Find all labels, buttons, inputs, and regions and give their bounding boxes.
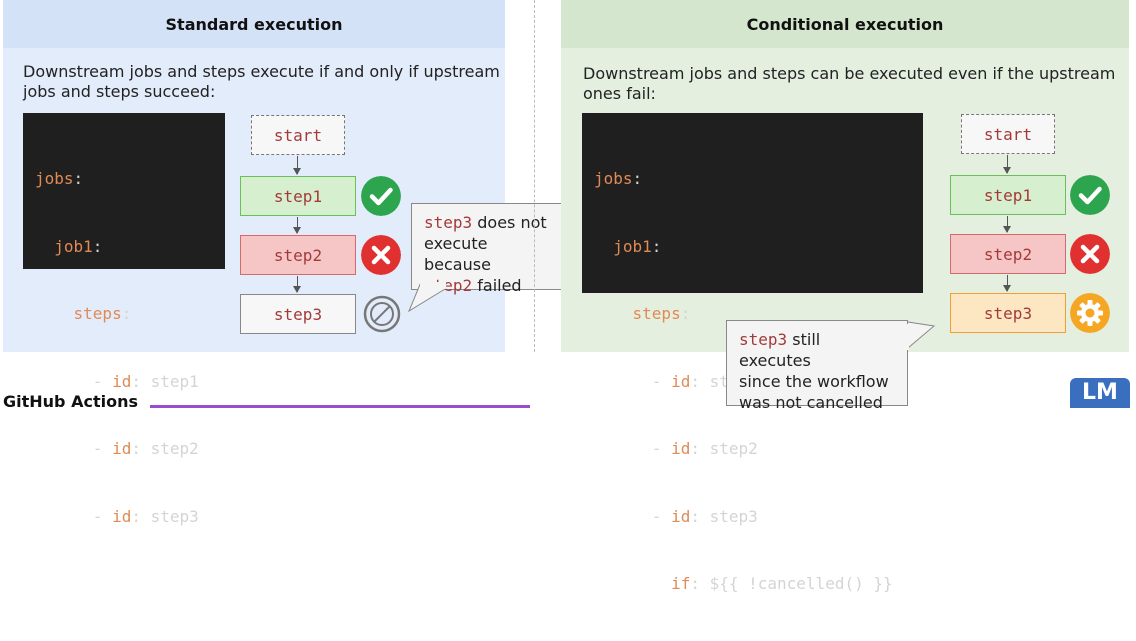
callout-text: was not cancelled [739,393,883,412]
code-value-id: step2 [150,439,199,458]
code-key-id: id [671,439,691,458]
flow-arrow [293,276,301,293]
code-value-id: step3 [150,506,199,526]
x-icon [361,235,401,275]
code-value-if: ${{ !cancelled() }} [709,574,893,593]
callout-text: failed [472,276,522,295]
code-key-job1: job1 [54,236,93,256]
node-step3: step3 [240,294,356,334]
skipped-icon [363,295,401,333]
callout-text: still executes [739,330,821,370]
flow-arrow [1003,155,1011,174]
progress-bar [150,405,530,408]
code-key-if: if [671,574,691,593]
callout-step-ref: step3 [424,213,473,232]
callout-tail [407,282,446,313]
panel-title: Conditional execution [561,0,1129,48]
node-step1: step1 [240,176,356,216]
flow-arrow [1003,216,1011,233]
node-start: start [961,114,1055,154]
callout-text: execute because [424,234,491,274]
flow-arrow [1003,275,1011,292]
callout-tail [906,321,936,350]
code-key-steps: steps [73,304,122,323]
footer-title: GitHub Actions [3,392,138,411]
node-step2: step2 [950,234,1066,274]
callout-step-ref: step3 [739,330,788,349]
code-key-id: id [112,506,132,526]
code-key-id: id [671,371,691,391]
code-value-id: step3 [709,506,758,526]
node-step2: step2 [240,235,356,275]
yaml-code-block: jobs: job1: steps: - id: step1 - id: ste… [582,113,923,593]
panel-title: Standard execution [3,0,505,48]
x-icon [1070,234,1110,274]
panel-description: Downstream jobs and steps can be execute… [583,64,1116,103]
skipped-callout: step3 does not execute because step2 fai… [411,203,571,295]
panel-description: Downstream jobs and steps execute if and… [23,62,500,101]
panel-divider [534,0,535,352]
code-value-id: step2 [709,439,758,458]
code-key-id: id [112,439,132,458]
callout-text: since the workflow [739,372,889,391]
executes-callout: step3 still executes since the workflow … [726,320,908,412]
code-value-id: step1 [150,371,199,391]
callout-text: does not [472,213,547,232]
code-key-jobs: jobs [594,169,633,188]
code-key-id: id [112,371,132,391]
node-step1: step1 [950,175,1066,215]
standard-execution-panel: Standard execution Downstream jobs and s… [3,0,571,526]
code-key-id: id [671,506,691,526]
yaml-code-block: jobs: job1: steps: - id: step1 - id: ste… [23,113,225,526]
node-step3: step3 [950,293,1066,333]
logo: LM [1070,378,1130,408]
check-icon [361,176,401,216]
flow-arrow [293,156,301,175]
gear-icon [1070,293,1110,333]
flow-arrow [293,217,301,234]
code-key-job1: job1 [613,236,652,256]
code-key-jobs: jobs [35,169,74,188]
conditional-execution-panel: Conditional execution Downstream jobs an… [561,0,1129,593]
node-start: start [251,115,345,155]
check-icon [1070,175,1110,215]
code-key-steps: steps [632,304,681,323]
